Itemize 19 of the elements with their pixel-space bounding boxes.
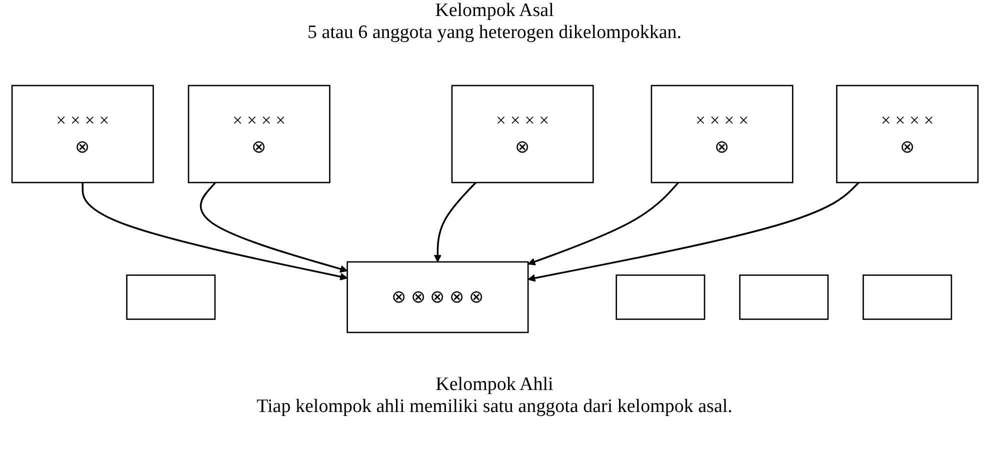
diagram-caption: Tiap kelompok ahli memiliki satu anggota dari kelompok asal. bbox=[256, 396, 732, 418]
node-box: × × × × ⊗ bbox=[836, 84, 978, 184]
group-heading: Kelompok Ahli bbox=[436, 374, 554, 396]
subtitle-note: 5 atau 6 anggota yang heterogen dikelompokkan. bbox=[307, 22, 682, 44]
node-box bbox=[615, 274, 705, 320]
arrow bbox=[199, 182, 348, 273]
node-box: × × × × ⊗ bbox=[187, 84, 330, 184]
node-box bbox=[862, 274, 952, 320]
arrow bbox=[527, 182, 679, 266]
node-box bbox=[738, 274, 828, 320]
diagram-title: Kelompok Asal bbox=[435, 0, 554, 22]
arrow bbox=[527, 182, 859, 282]
node-box: ⊗ ⊗ ⊗ ⊗ ⊗ bbox=[346, 261, 528, 334]
node-box: × × × × ⊗ bbox=[650, 84, 793, 184]
arrow bbox=[81, 182, 348, 280]
node-box bbox=[126, 274, 216, 320]
node-box: × × × × ⊗ bbox=[10, 84, 154, 184]
node-box: × × × × ⊗ bbox=[450, 84, 594, 184]
arrow bbox=[433, 182, 476, 262]
